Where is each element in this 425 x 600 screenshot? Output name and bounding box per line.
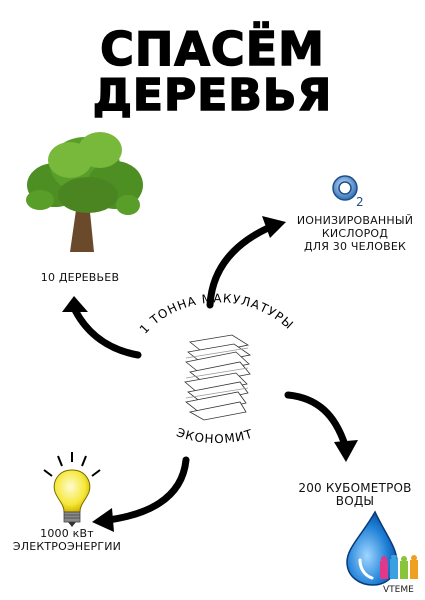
tree-icon [26,132,143,252]
watermark-text: VTEME [383,585,414,595]
title-line-2: ДЕРЕВЬЯ [92,69,333,122]
center-arc-top-text: 1 ТОННА МАКУЛАТУРЫ [137,291,296,336]
arrow-to-power [92,456,190,532]
svg-text:2: 2 [356,195,364,209]
arrow-to-oxygen [206,216,286,309]
oxygen-caption-line-3: ДЛЯ 30 ЧЕЛОВЕК [303,240,407,253]
water-caption: 200 КУБОМЕТРОВ ВОДЫ [290,482,420,508]
oxygen-caption-line-1: ИОНИЗИРОВАННЫЙ [296,214,414,227]
center-bottom-arc-text: ЭКОНОМИТ [175,425,255,446]
power-caption-line-1: 1000 кВт [40,527,94,540]
center-arc-bottom-text: ЭКОНОМИТ [175,425,254,446]
arrow-to-trees [62,296,142,359]
vteme-logo [380,555,418,579]
light-bulb-icon [43,452,101,527]
water-caption-line-1: 200 КУБОМЕТРОВ [298,481,412,495]
trees-caption: 10 ДЕРЕВЬЕВ [40,271,120,284]
arrow-to-water [284,391,358,462]
oxygen-caption: ИОНИЗИРОВАННЫЙ КИСЛОРОД ДЛЯ 30 ЧЕЛОВЕК [295,214,415,253]
power-caption-line-2: ЭЛЕКТРОЭНЕРГИИ [12,540,122,553]
oxygen-o2-icon: 2 [332,175,364,209]
center-top-arc-text: 1 ТОННА МАКУЛАТУРЫ [137,291,297,336]
water-caption-line-2: ВОДЫ [335,494,375,508]
oxygen-caption-line-2: КИСЛОРОД [321,227,389,240]
title-line-1: СПАСЁМ [99,21,325,77]
power-caption: 1000 кВт ЭЛЕКТРОЭНЕРГИИ [2,527,132,553]
paper-stack-icon [184,334,252,421]
